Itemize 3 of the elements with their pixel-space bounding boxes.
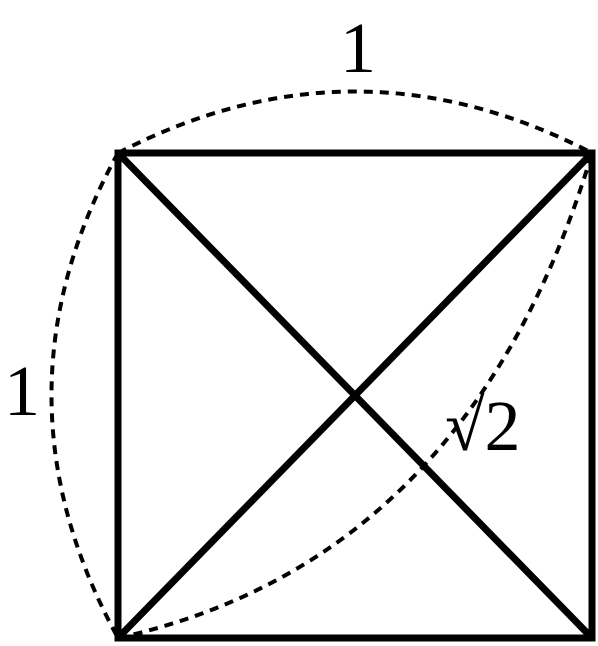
dimension-label: 1 [340, 12, 376, 84]
dimension-label: √2 [445, 390, 521, 462]
dimension-label: 1 [4, 355, 40, 427]
